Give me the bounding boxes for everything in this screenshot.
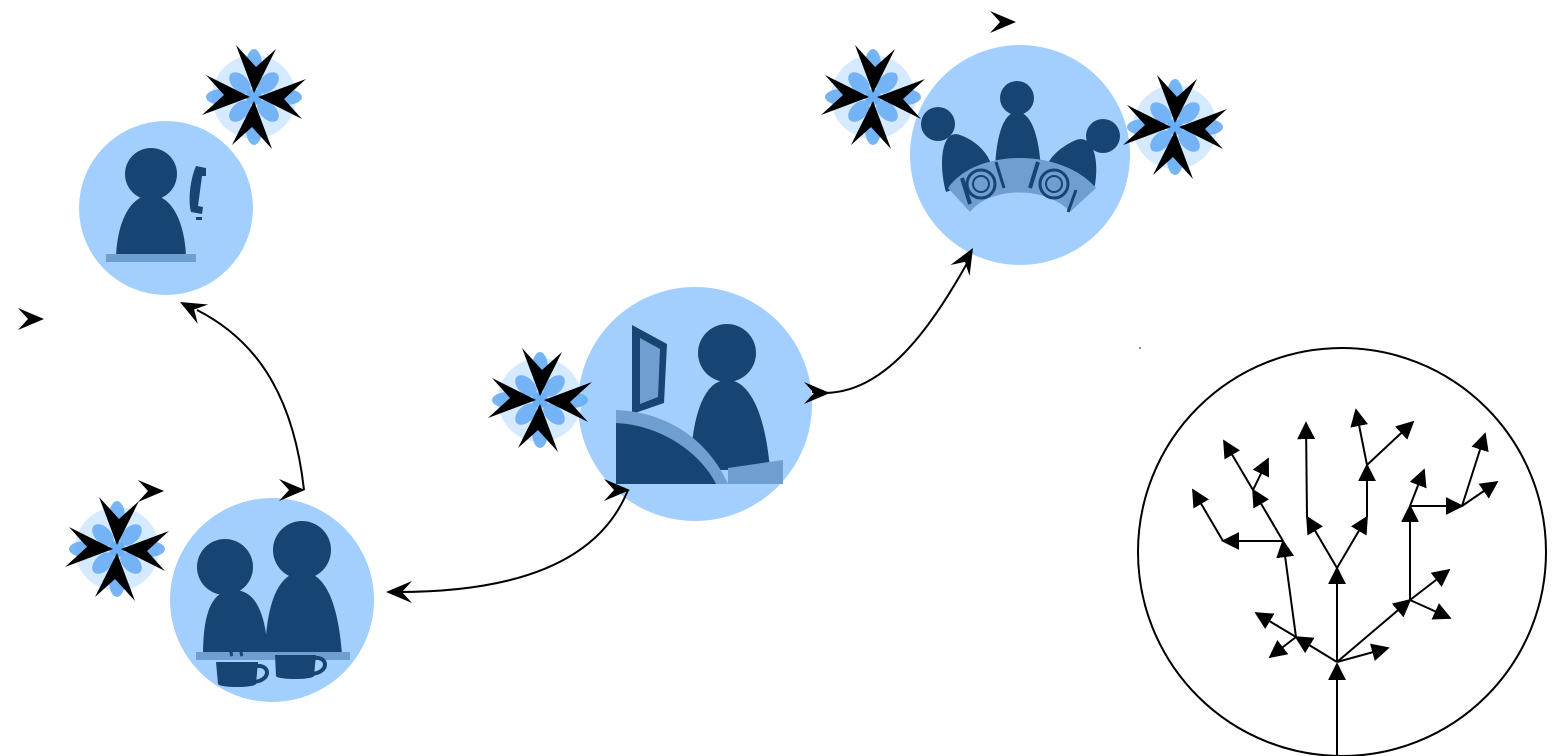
sparkle-icon — [202, 45, 306, 149]
arrowhead-icon — [174, 292, 209, 324]
arrowhead-icon — [990, 11, 1016, 33]
connector-presentation-to-dinner — [811, 257, 971, 394]
arrowhead-icon — [138, 480, 164, 502]
sparkle-icon — [65, 497, 169, 601]
group-dining-icon — [921, 81, 1120, 213]
sparkle-icon — [821, 45, 925, 149]
node-circle — [170, 498, 374, 702]
connector-presentation-to-coffee — [397, 489, 629, 593]
node-group-dinner — [910, 45, 1130, 265]
tree-circle — [1137, 347, 1547, 756]
arrowhead-icon — [18, 308, 44, 330]
node-presentation — [578, 287, 812, 521]
connector-coffee-to-phone — [196, 309, 305, 491]
sparkle-icon — [1123, 75, 1227, 179]
person-at-screen-icon — [616, 324, 783, 484]
two-people-coffee-icon — [196, 521, 350, 687]
branching-tree-icon — [1192, 408, 1499, 756]
node-decision-tree — [1137, 347, 1547, 756]
person-phone-icon — [106, 148, 206, 262]
sparkle-icon — [488, 348, 592, 452]
node-phone-call — [79, 121, 253, 295]
node-coffee-meeting — [170, 498, 374, 702]
arrowhead-icon — [279, 479, 305, 501]
